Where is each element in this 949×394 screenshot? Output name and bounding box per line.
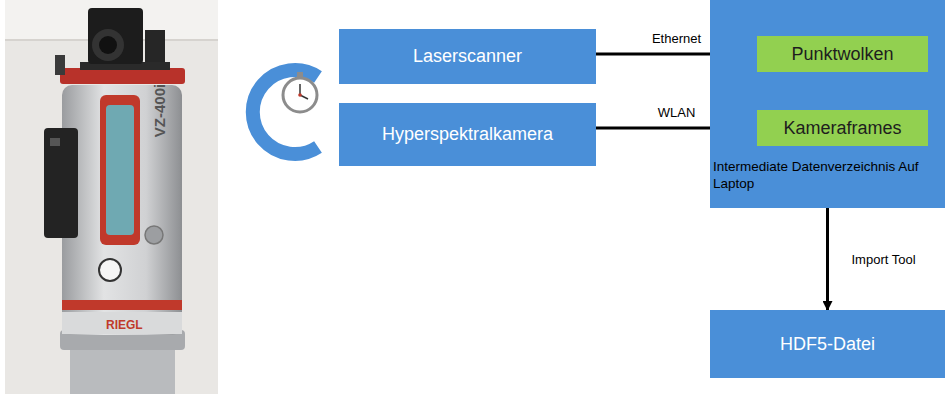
output-box: HDF5-Datei <box>710 310 945 378</box>
process-box: Hyperspektralkamera <box>339 103 596 166</box>
box-text: Laserscanner <box>413 46 522 67</box>
brand-label: RIEGL <box>106 318 143 332</box>
edge-label: Import Tool <box>850 252 918 267</box>
edge-label: WLAN <box>656 105 698 120</box>
box-text: Punktwolken <box>791 44 893 65</box>
note-text: Intermediate Datenverzeichnis Auf Laptop <box>713 158 925 192</box>
box-text: Hyperspektralkamera <box>382 124 553 145</box>
container-box: Intermediate Datenverzeichnis Auf Laptop… <box>710 0 945 208</box>
data-box: Punktwolken <box>757 36 928 72</box>
data-box: Kameraframes <box>757 110 928 146</box>
process-box: Laserscanner <box>339 29 596 84</box>
arrow-connector <box>826 208 829 310</box>
model-label: VZ-400i <box>151 84 168 137</box>
box-text: HDF5-Datei <box>780 334 875 355</box>
edge-label: Ethernet <box>650 31 703 46</box>
box-text: Kameraframes <box>783 118 901 139</box>
